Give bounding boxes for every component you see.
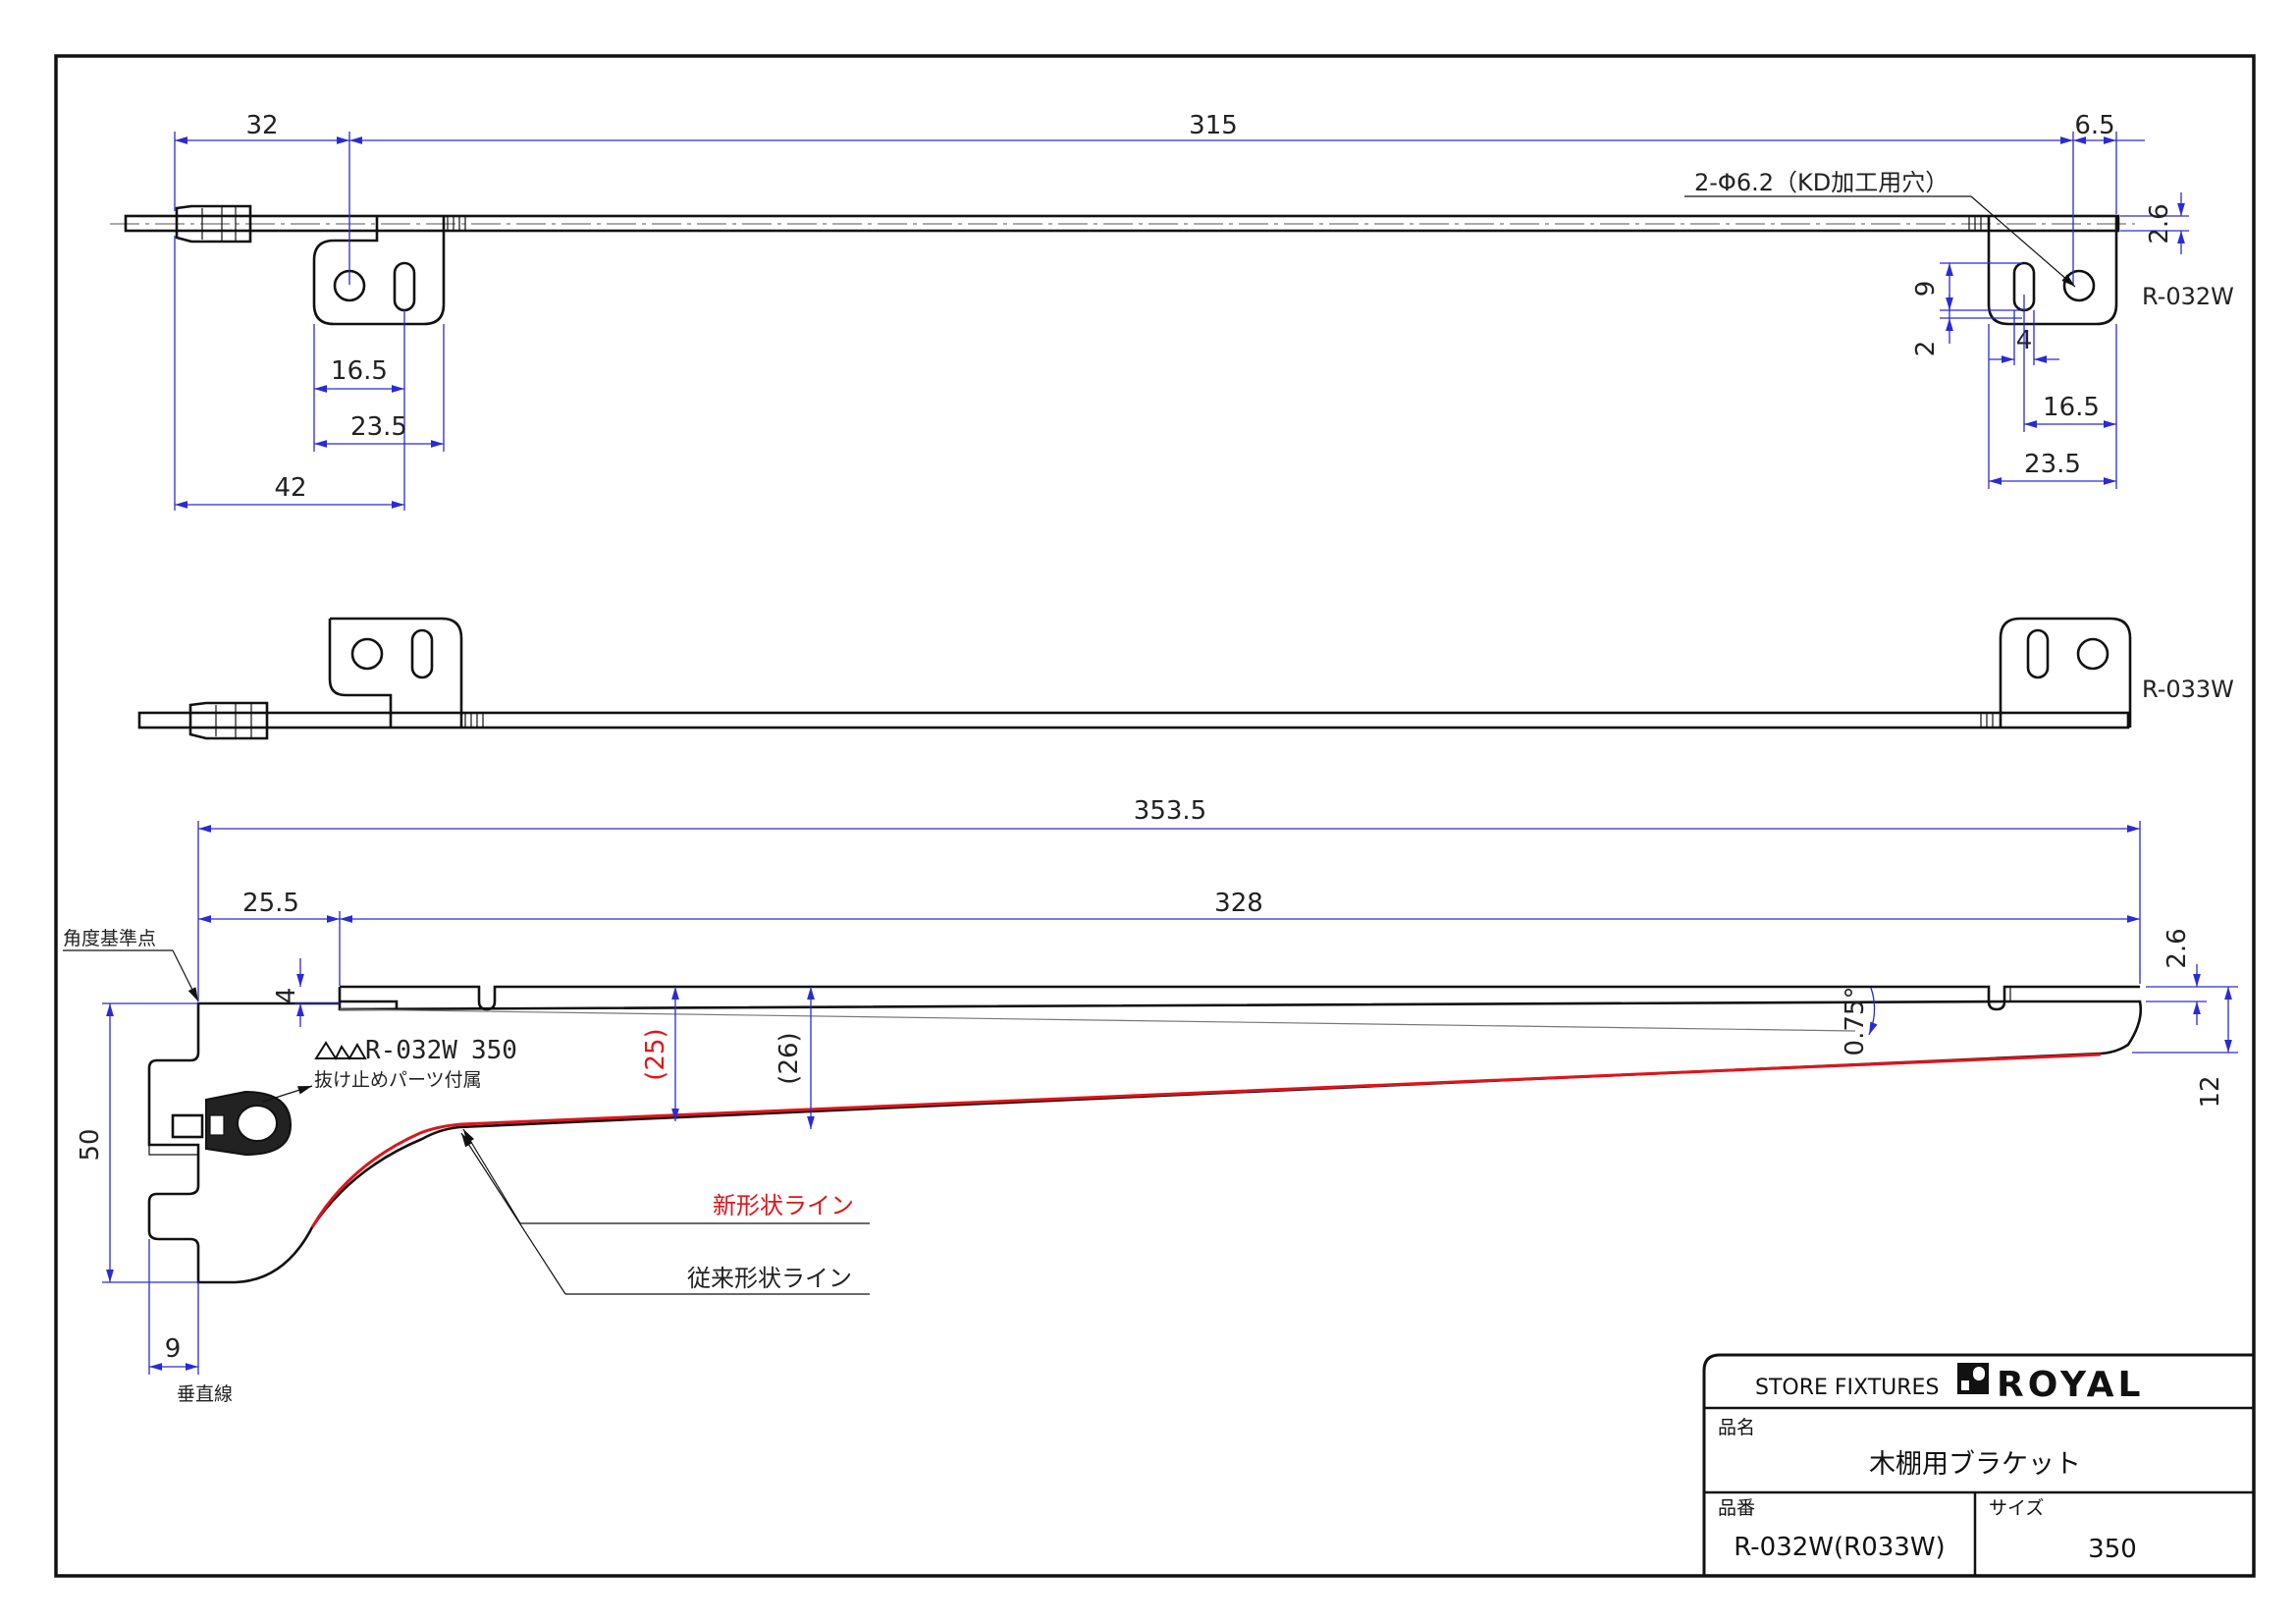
middle-right-round-hole [2076, 637, 2109, 671]
vertical-line-label: 垂直線 [177, 1383, 233, 1405]
brand-name: ROYAL [1997, 1365, 2144, 1405]
dim-50: 50 [76, 1128, 105, 1161]
dim-6-5: 6.5 [2074, 111, 2114, 140]
dim-328: 328 [1214, 889, 1263, 918]
stopper-part [171, 1090, 293, 1157]
hole-note: 2-Φ6.2（KD加工用穴） [1694, 169, 1949, 196]
right-round-hole [2062, 269, 2096, 302]
middle-view: R-033W [137, 617, 2234, 740]
side-view: R-032W 350 抜け止めパーツ付属 新形状ライン 従来形状ライン 角度基準… [63, 796, 2238, 1405]
middle-left-round-hole [350, 637, 384, 671]
royal-logo-icon [1957, 1363, 1989, 1394]
left-tab-middle [328, 617, 463, 728]
middle-left-slot-hole [410, 628, 434, 679]
dim-25-5: 25.5 [242, 889, 299, 918]
left-tab-top [312, 216, 446, 326]
stamp-size: 350 [471, 1036, 517, 1065]
dim-12: 12 [2196, 1075, 2225, 1108]
name-value: 木棚用ブラケット [1869, 1449, 2081, 1480]
model-label-r032w: R-032W [2142, 283, 2234, 310]
dim-32: 32 [245, 111, 278, 140]
dim-315: 315 [1189, 111, 1238, 140]
bracket-body-outline [147, 1000, 2143, 1284]
dim-23-5-right: 23.5 [2024, 450, 2081, 479]
stamp-mark: R-032W 350 [314, 1036, 517, 1065]
right-tab-top [1987, 216, 2118, 326]
stamp-model: R-032W [365, 1036, 457, 1065]
company-name: STORE FIXTURES [1755, 1376, 1939, 1400]
side-dimensions: 353.5 25.5 328 4 (25) (26) 0.75° [76, 796, 2238, 1375]
model-label-r033w: R-033W [2142, 676, 2234, 703]
number-label: 品番 [1718, 1497, 1755, 1519]
drawing-frame [54, 54, 2256, 1578]
left-connector-middle [188, 701, 269, 740]
right-tab-middle [1999, 617, 2132, 728]
middle-view-bar [137, 711, 2130, 730]
size-label: サイズ [1989, 1497, 2044, 1519]
new-line-label: 新形状ライン [713, 1192, 854, 1219]
dim-2-right: 2 [1911, 341, 1941, 357]
dim-angle: 0.75° [1841, 987, 1870, 1056]
middle-right-slot-hole [2026, 628, 2050, 679]
title-block: STORE FIXTURES ROYAL 品名 木棚用ブラケット 品番 R-03… [1702, 1353, 2256, 1576]
name-label: 品名 [1718, 1417, 1755, 1438]
number-value: R-032W(R033W) [1734, 1533, 1945, 1562]
left-slot-hole [393, 261, 416, 312]
dim-25: (25) [641, 1028, 670, 1080]
dim-16-5-left: 16.5 [331, 356, 388, 386]
top-dimensions: 32 315 6.5 2.6 16.5 23.5 42 [174, 111, 2189, 511]
left-connector-top [175, 204, 252, 243]
dim-42: 42 [274, 473, 306, 503]
top-view: 32 315 6.5 2.6 16.5 23.5 42 [110, 111, 2234, 511]
new-shape-line [310, 1053, 2102, 1228]
dim-16-5-right: 16.5 [2043, 393, 2100, 422]
angle-ref-label: 角度基準点 [63, 928, 156, 949]
dim-353-5: 353.5 [1134, 796, 1206, 826]
dim-9-side: 9 [165, 1334, 182, 1364]
dim-23-5-left: 23.5 [350, 412, 407, 442]
dim-26: (26) [774, 1032, 804, 1084]
stopper-note: 抜け止めパーツ付属 [314, 1069, 482, 1091]
dim-2-6-side: 2.6 [2163, 928, 2192, 968]
top-view-bar [124, 214, 2120, 233]
size-value: 350 [2088, 1535, 2137, 1564]
dim-2-6-top: 2.6 [2145, 203, 2174, 243]
old-line-label: 従来形状ライン [687, 1265, 852, 1292]
dim-4-side: 4 [272, 988, 301, 1004]
dim-9-right: 9 [1911, 281, 1941, 298]
